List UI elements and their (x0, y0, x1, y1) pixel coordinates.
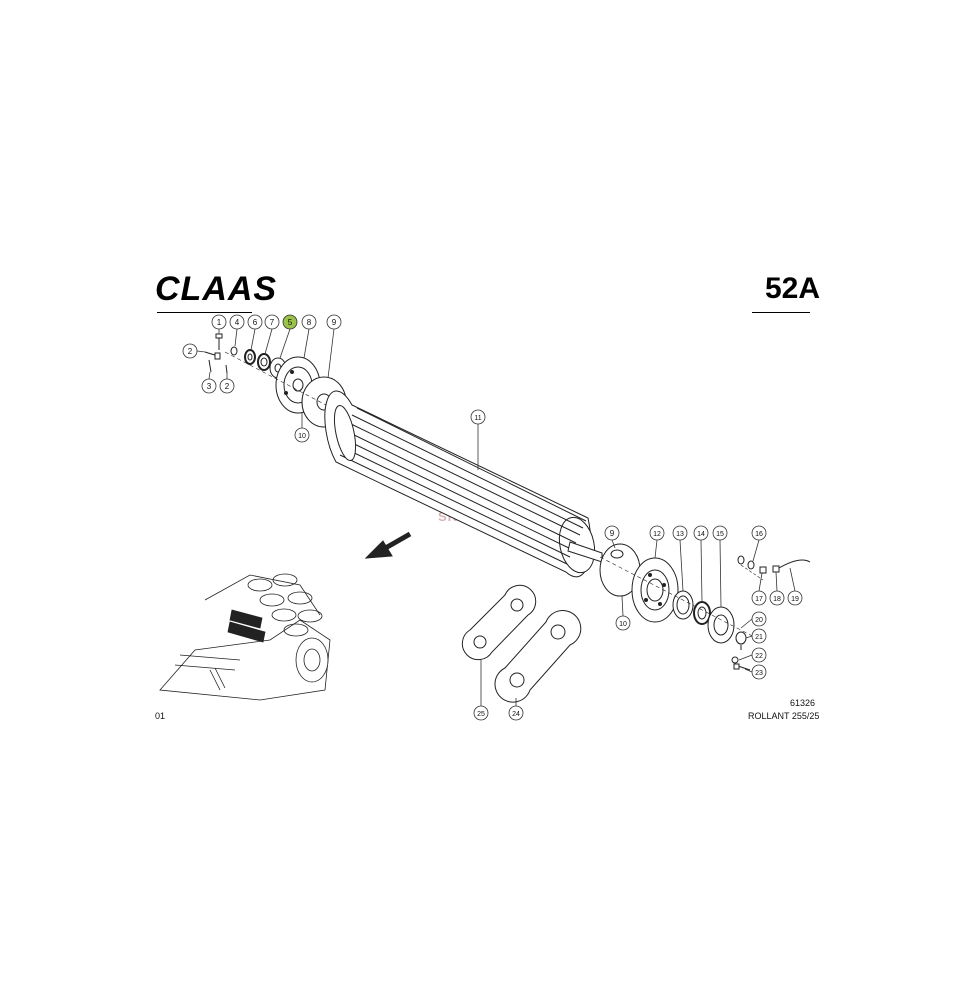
callout-5-highlighted[interactable]: 5 (279, 314, 298, 359)
seal-ring-right (672, 590, 694, 620)
callout-22[interactable]: 22 (738, 647, 767, 663)
svg-text:2: 2 (225, 382, 230, 391)
claas-logo: CLAAS (155, 270, 278, 308)
footer-left-fragment: 01 (155, 711, 166, 721)
baler-overview-sketch (159, 573, 331, 701)
callout-25[interactable]: 25 (473, 660, 489, 721)
callout-23[interactable]: 23 (744, 664, 767, 680)
washer-part (230, 346, 238, 356)
svg-text:8: 8 (307, 318, 312, 327)
fluted-roller (324, 390, 603, 578)
callout-2-top[interactable]: 2 (182, 343, 206, 359)
svg-text:10: 10 (298, 433, 306, 440)
model-label: ROLLANT 255/25 (748, 711, 820, 721)
svg-text:22: 22 (755, 653, 763, 660)
svg-text:17: 17 (755, 596, 763, 603)
bearing-part (257, 353, 271, 371)
svg-text:7: 7 (270, 318, 275, 327)
svg-text:20: 20 (755, 617, 763, 624)
svg-text:5: 5 (288, 318, 293, 327)
svg-text:13: 13 (676, 531, 684, 538)
svg-text:9: 9 (610, 529, 615, 538)
callout-1[interactable]: 1 (211, 314, 227, 334)
svg-text:12: 12 (653, 531, 661, 538)
callout-17[interactable]: 17 (751, 572, 767, 606)
callout-10-right[interactable]: 10 (615, 595, 631, 631)
callout-20[interactable]: 20 (740, 611, 767, 629)
svg-text:4: 4 (235, 318, 240, 327)
link-plate-24 (494, 610, 582, 703)
grease-fitting-parts (737, 555, 811, 581)
header-rule-right (752, 312, 810, 313)
callout-14[interactable]: 14 (693, 525, 709, 603)
svg-text:9: 9 (332, 318, 337, 327)
callout-15[interactable]: 15 (712, 525, 728, 608)
svg-text:18: 18 (773, 596, 781, 603)
callout-21[interactable]: 21 (745, 628, 767, 644)
link-plate-25 (461, 584, 537, 661)
direction-arrow-icon (364, 531, 412, 559)
svg-text:24: 24 (512, 711, 520, 718)
callout-11[interactable]: 11 (470, 409, 486, 470)
bearing-housing-right (707, 606, 735, 644)
callout-10-left[interactable]: 10 (294, 413, 310, 443)
svg-text:11: 11 (474, 415, 481, 422)
callout-24[interactable]: 24 (508, 698, 524, 721)
callout-12[interactable]: 12 (649, 525, 665, 559)
svg-text:16: 16 (755, 531, 763, 538)
callout-4[interactable]: 4 (229, 314, 245, 347)
page-code: 52A (765, 272, 821, 305)
svg-text:10: 10 (619, 621, 627, 628)
bolt-part (215, 333, 223, 350)
svg-text:21: 21 (755, 634, 763, 641)
seal-ring-part (244, 349, 256, 365)
end-flange-right (631, 557, 679, 623)
callout-18[interactable]: 18 (769, 571, 785, 606)
callout-16[interactable]: 16 (751, 525, 767, 562)
bearing-right (693, 601, 711, 625)
drawing-number: 61326 (790, 698, 816, 708)
svg-text:25: 25 (477, 711, 485, 718)
svg-text:2: 2 (188, 347, 193, 356)
callout-6[interactable]: 6 (247, 314, 263, 351)
callout-8[interactable]: 8 (301, 314, 317, 359)
svg-text:6: 6 (253, 318, 258, 327)
callout-7[interactable]: 7 (264, 314, 280, 355)
svg-text:23: 23 (755, 670, 763, 677)
bolt-part-2 (204, 351, 221, 360)
svg-text:1: 1 (217, 318, 222, 327)
svg-text:19: 19 (791, 596, 799, 603)
svg-text:3: 3 (207, 382, 212, 391)
callout-9-right[interactable]: 9 (604, 525, 620, 549)
callout-2-bottom[interactable]: 2 (219, 373, 235, 394)
small-screw-part (208, 359, 228, 374)
svg-text:15: 15 (716, 531, 724, 538)
callout-19[interactable]: 19 (787, 567, 803, 606)
callout-13[interactable]: 13 (672, 525, 688, 592)
header-rule-left (157, 312, 252, 313)
callout-9-left[interactable]: 9 (326, 314, 342, 379)
svg-text:14: 14 (697, 531, 705, 538)
callout-3[interactable]: 3 (201, 371, 217, 394)
